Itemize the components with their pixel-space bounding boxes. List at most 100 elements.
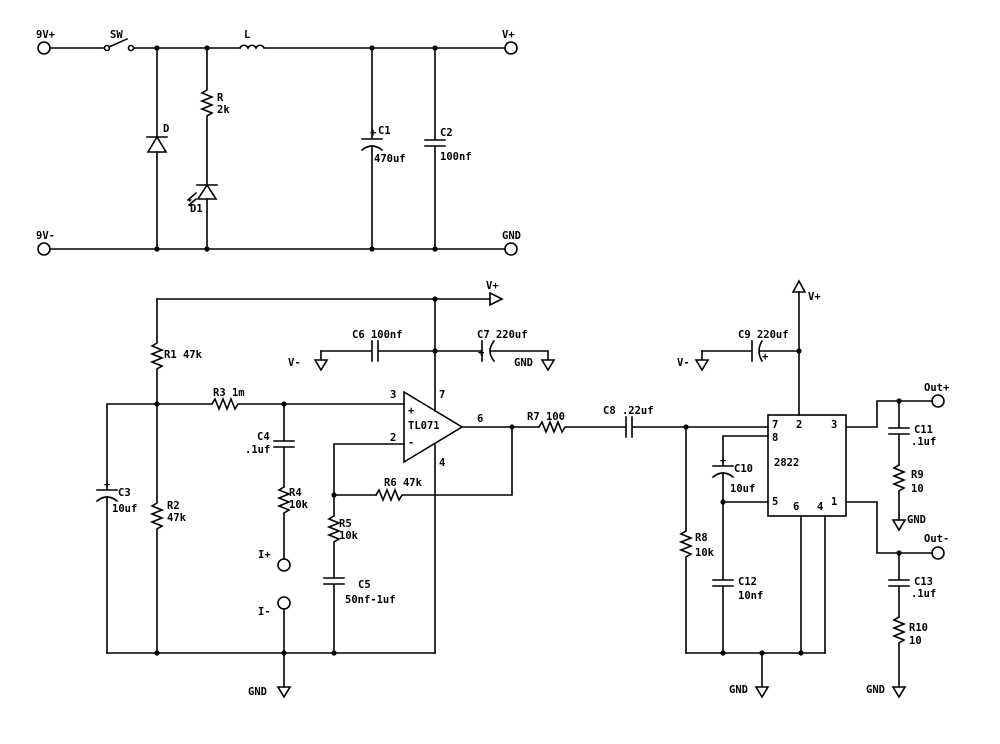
r9-gnd-label: GND [907,514,926,526]
input-i-positive-label: I+ [258,549,271,561]
ic-pin-4: 4 [817,501,823,513]
ic-label: 2822 [774,457,799,469]
preamp-gnd-symbol [276,686,292,699]
diode-d-label: D [163,123,169,135]
r5-ref: R5 [339,518,352,530]
opamp-pin-3: 3 [390,389,396,401]
power-supply-section: 9V+ 9V- SW L D R 2k [36,29,521,256]
opamp-inverting-wire [333,443,405,517]
r2-ref: R2 [167,500,180,512]
r9-ref: R9 [911,469,924,481]
amp-gnd-label: GND [729,684,748,696]
preamp-vplus-label: V+ [486,280,499,292]
input-i-negative-terminal [277,596,291,610]
c3-value: 10uf [112,503,137,515]
opamp-minus-sign: - [408,437,414,449]
opamp-plus-sign: + [408,405,414,417]
r6-label: R6 47k [384,477,423,489]
power-amp-section: C8 .22uf V- + C9 220uf V+ 2822 7 8 2 3 5… [603,279,949,699]
r8-ref: R8 [695,532,708,544]
output-gnd-label: GND [502,230,521,242]
c11-ref: C11 [914,424,933,436]
opamp-pin-4: 4 [439,457,445,469]
preamp-gnd-label: GND [248,686,267,698]
input-9v-positive-terminal [37,41,51,55]
ic-pin-1: 1 [831,496,837,508]
ic-pin-6: 6 [793,501,799,513]
input-9v-positive-label: 9V+ [36,29,55,41]
capacitor-c5: C5 50nf-1uf [323,577,396,654]
c4-value: .1uf [245,444,270,456]
ic-pin-8: 8 [772,432,778,444]
resistor-r10: R10 10 GND [866,615,928,699]
out-negative-label: Out- [924,533,949,545]
r4-ref: R4 [289,487,302,499]
c7-polarity-mark: + [478,347,484,359]
c10-polarity-mark: + [720,455,726,467]
resistor-r5: R5 10k [326,514,359,579]
c3-polarity-mark: + [104,479,110,491]
out-positive-wire [845,400,933,428]
c12-ref: C12 [738,576,757,588]
resistor-r-value: 2k [217,104,230,116]
led-d1-label: D1 [190,203,203,215]
preamp-section: V+ R1 47k R2 47k + C3 10uf R3 1m C4 [95,280,627,699]
resistor-r6: R6 47k [374,425,513,503]
resistor-r-ref: R [217,92,224,104]
ic-pin-2: 2 [796,419,802,431]
resistor-r7: R7 100 [527,411,627,435]
r10-gnd-label: GND [866,684,885,696]
switch-sw: SW [103,29,135,52]
resistor-r1: R1 47k [149,298,203,405]
capacitor-c3: + C3 10uf [95,403,158,654]
resistor-r: R 2k [199,47,230,186]
c5-value: 50nf-1uf [345,594,396,606]
c1-ref: C1 [378,125,391,137]
ic-pin-7: 7 [772,419,778,431]
preamp-junctions [154,296,515,656]
out-negative-wire [845,501,933,554]
r4-value: 10k [289,499,309,511]
r10-value: 10 [909,635,922,647]
capacitor-c13: C13 .1uf [888,552,936,618]
capacitor-c2: C2 100nf [424,47,472,250]
c1-value: 470uf [374,153,406,165]
opamp-label: TL071 [408,420,440,432]
c11-value: .1uf [911,436,936,448]
r2-value: 47k [167,512,187,524]
power-junctions [154,45,438,252]
c7-label: C7 220uf [477,329,528,341]
c9-polarity-mark: + [762,351,768,363]
opamp-pin-2: 2 [390,432,396,444]
capacitor-c4: C4 .1uf [245,403,295,488]
c9-vminus-label: V- [677,357,690,369]
amp-vplus-label: V+ [808,291,821,303]
resistor-r4: R4 10k [276,485,309,560]
capacitor-c6: V- C6 100nf [288,329,483,372]
switch-label: SW [110,29,123,41]
c8-label: C8 .22uf [603,405,654,417]
r9-value: 10 [911,483,924,495]
inductor-l: L [238,29,266,50]
r10-ref: R10 [909,622,928,634]
amp-gnd-symbol [754,652,770,699]
r7-label: R7 100 [527,411,565,423]
c9-label: C9 220uf [738,329,789,341]
amp-vplus-arrow [791,279,807,293]
r5-value: 10k [339,530,359,542]
ic-pin-5: 5 [772,496,778,508]
capacitor-c9: V- + C9 220uf [677,329,800,372]
c3-ref: C3 [118,487,131,499]
capacitor-c1: + C1 470uf [360,47,406,250]
input-i-negative-label: I- [258,606,271,618]
ic-ground-pins-wire [800,515,826,654]
input-9v-negative-label: 9V- [36,230,55,242]
capacitor-c10: + C10 10uf [711,435,769,503]
resistor-r2: R2 47k [149,403,187,654]
c12-value: 10nf [738,590,763,602]
preamp-vplus-arrow [489,291,504,307]
r8-value: 10k [695,547,715,559]
opamp-pin-7: 7 [439,389,445,401]
c4-ref: C4 [257,431,270,443]
